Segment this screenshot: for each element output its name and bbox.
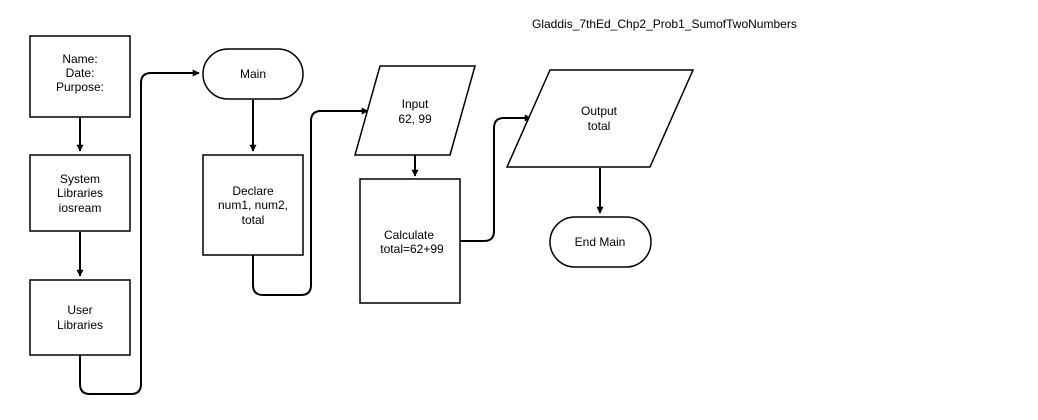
- system-libraries-line1: System: [60, 172, 100, 186]
- main-terminator: Main: [202, 48, 304, 100]
- declare-box: Declare num1, num2, total: [202, 154, 304, 256]
- header-name-label: Name:: [62, 52, 97, 66]
- input-line1: Input: [402, 97, 429, 111]
- output-line2: total: [588, 119, 611, 133]
- main-label: Main: [240, 67, 266, 81]
- header-date-label: Date:: [66, 66, 95, 80]
- end-main-label: End Main: [575, 235, 626, 249]
- declare-line2: num1, num2,: [218, 198, 288, 212]
- connectors: [76, 69, 604, 395]
- main-terminator-shape: [202, 48, 304, 100]
- user-libraries-box: User Libraries: [29, 279, 131, 356]
- user-libraries-line2: Libraries: [57, 318, 103, 332]
- calculate-line1: Calculate: [384, 228, 434, 242]
- calculate-box-shape: [359, 178, 461, 304]
- edge-user-libs-to-main: [79, 69, 200, 395]
- header-box-shape: [29, 35, 131, 118]
- header-purpose-label: Purpose:: [56, 80, 104, 94]
- edge-declare-to-input: [252, 107, 369, 296]
- end-main-terminator: End Main: [549, 216, 652, 268]
- calculate-line2: total=62+99: [380, 242, 444, 256]
- input-parallelogram: Input 62, 99: [354, 65, 476, 156]
- user-libraries-shape: [29, 279, 131, 356]
- system-libraries-shape: [29, 154, 131, 232]
- edge-calculate-to-output: [460, 114, 532, 242]
- declare-box-shape: [202, 154, 304, 256]
- input-line2: 62, 99: [398, 112, 432, 126]
- input-parallelogram-shape: [354, 65, 476, 156]
- system-libraries-line3: iosream: [59, 201, 102, 215]
- user-libraries-line1: User: [67, 303, 92, 317]
- calculate-box: Calculate total=62+99: [359, 178, 461, 304]
- declare-line3: total: [242, 213, 265, 227]
- output-parallelogram-shape: [505, 69, 695, 168]
- output-line1: Output: [581, 104, 618, 118]
- header-box: Name: Date: Purpose:: [29, 35, 131, 118]
- diagram-title: Gladdis_7thEd_Chp2_Prob1_SumofTwoNumbers: [532, 17, 797, 31]
- declare-line1: Declare: [232, 184, 274, 198]
- system-libraries-line2: Libraries: [57, 186, 103, 200]
- output-parallelogram: Output total: [505, 69, 695, 168]
- end-main-terminator-shape: [549, 216, 652, 268]
- system-libraries-box: System Libraries iosream: [29, 154, 131, 232]
